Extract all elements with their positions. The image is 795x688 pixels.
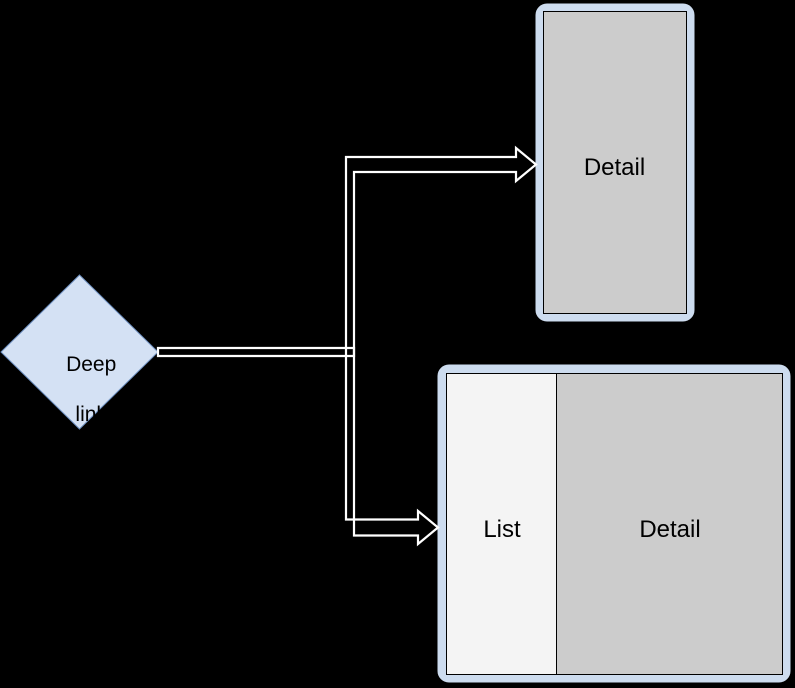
deep-link-diamond-shape (0, 274, 159, 430)
edge-deeplink-to-detail-outline (156, 145, 538, 358)
edge-deeplink-to-detail[interactable] (156, 145, 538, 358)
edge-deeplink-to-list-detail-outline (344, 346, 440, 547)
detail-pane[interactable] (556, 373, 783, 675)
node-list-detail-screen[interactable] (437, 364, 791, 683)
detail-screen-inner-panel (543, 11, 687, 314)
edge-deeplink-to-list-detail[interactable] (344, 346, 440, 547)
node-detail-screen[interactable] (535, 3, 695, 322)
list-pane[interactable] (446, 373, 557, 675)
node-deep-link[interactable] (0, 274, 159, 430)
